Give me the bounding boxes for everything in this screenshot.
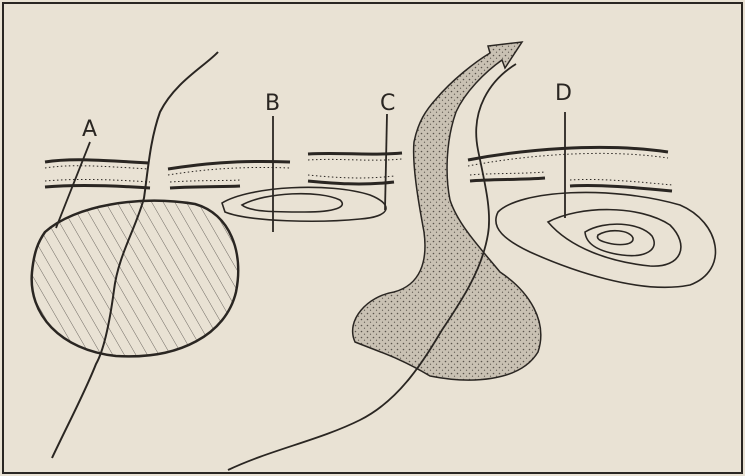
label-b: B <box>265 91 280 116</box>
upper-layer-ticks <box>45 153 668 175</box>
label-d: D <box>555 81 572 106</box>
lower-band-far-b <box>570 185 672 191</box>
pointer-c <box>385 114 387 210</box>
upper-layer-bands <box>45 147 668 169</box>
label-a: A <box>82 117 97 142</box>
lower-band-mid-left <box>170 186 240 188</box>
label-c: C <box>380 91 395 116</box>
upper-band-left <box>45 160 148 163</box>
lower-band-left <box>45 185 150 188</box>
contours-d <box>496 192 716 287</box>
lens-b <box>222 187 386 221</box>
lower-band-right <box>308 181 394 184</box>
upper-band-right <box>308 153 402 154</box>
lower-band-far-a <box>470 178 545 181</box>
